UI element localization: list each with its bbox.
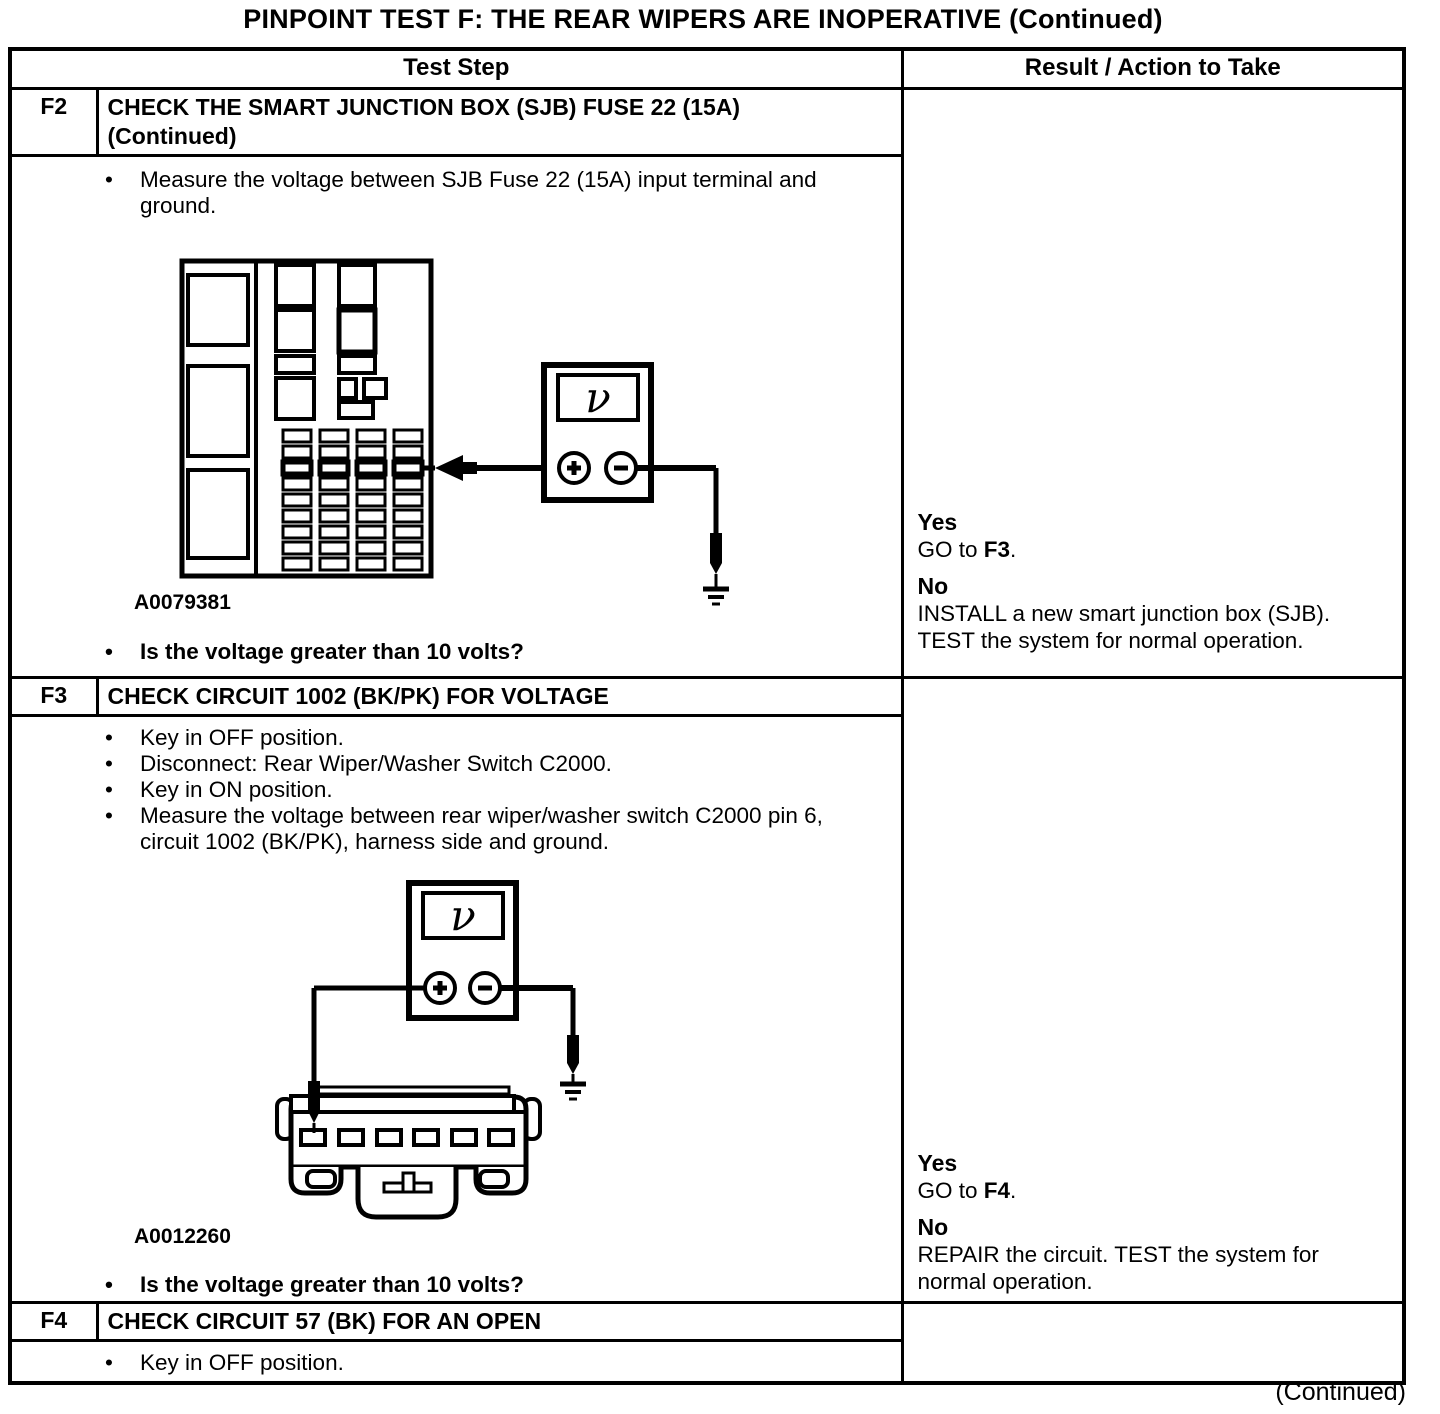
question-item: • Is the voltage greater than 10 volts? [105, 639, 867, 665]
connector-pin-5 [450, 1128, 478, 1147]
table-row: • Key in OFF position. • Disconnect: Rear … [8, 714, 1404, 1304]
table-row: F3 CHECK CIRCUIT 1002 (BK/PK) FOR VOLTAG… [8, 676, 1406, 1304]
bullet-icon: • [105, 751, 113, 776]
step-title-line2: (Continued) [107, 123, 237, 149]
table-row: F4 CHECK CIRCUIT 57 (BK) FOR AN OPEN [8, 1301, 1406, 1385]
bullet-icon: • [105, 777, 113, 802]
connector-pin-4 [412, 1128, 440, 1147]
bullet-text: Key in OFF position. [140, 725, 344, 750]
list-item: • Key in ON position. [105, 777, 867, 803]
bullet-text: Key in ON position. [140, 777, 333, 802]
result-cell-f3: Yes GO to F4. No REPAIR the circuit. TES… [900, 676, 1406, 1304]
bullet-icon: • [105, 725, 113, 750]
step-id-f4: F4 [8, 1301, 99, 1342]
figure-label: A0079381 [134, 591, 231, 614]
fuse-box-voltmeter-diagram: ν A0079381 [134, 258, 729, 614]
connector-pin-3 [375, 1128, 403, 1147]
step-title-line1: CHECK THE SMART JUNCTION BOX (SJB) FUSE … [107, 94, 741, 120]
step-body-f2: • Measure the voltage between SJB Fuse 2… [8, 154, 904, 679]
step-body-f4: • Key in OFF position. [8, 1339, 904, 1385]
bullet-icon: • [105, 1350, 113, 1375]
column-header-result: Result / Action to Take [900, 47, 1406, 90]
ground-symbol-icon [560, 1081, 586, 1101]
result-yes-action: GO to F4. [917, 1178, 1017, 1203]
list-item: • Measure the voltage between SJB Fuse 2… [105, 167, 867, 219]
result-yes-label: Yes [917, 1150, 958, 1176]
bullet-icon: • [105, 1272, 113, 1297]
bullet-icon: • [105, 167, 113, 192]
result-no-label: No [917, 573, 949, 599]
step-body-f3: • Key in OFF position. • Disconnect: Rear … [8, 714, 904, 1304]
result-cell-f2: Yes GO to F3. No INSTALL a new smart jun… [900, 87, 1406, 679]
ground-symbol-icon [703, 586, 729, 606]
bullet-icon: • [105, 803, 113, 828]
result-no-action: INSTALL a new smart junction box (SJB). … [917, 601, 1331, 653]
list-item: • Key in OFF position. [105, 725, 867, 751]
list-item: • Key in OFF position. [105, 1350, 867, 1376]
step-id-f2: F2 [8, 87, 99, 157]
table-row: • Measure the voltage between SJB Fuse 2… [8, 154, 1404, 679]
connector-c2000 [275, 1085, 542, 1220]
list-item: • Disconnect: Rear Wiper/Washer Switch C2… [105, 751, 867, 777]
ground-probe [567, 1035, 579, 1063]
pin-probe [308, 1081, 320, 1111]
question-item: • Is the voltage greater than 10 volts? [105, 1272, 867, 1298]
bullet-text: Key in OFF position. [140, 1350, 344, 1375]
result-no-action: REPAIR the circuit. TEST the system for … [917, 1242, 1319, 1294]
connector-voltmeter-diagram: ν [134, 880, 586, 1248]
result-no-label: No [917, 1214, 949, 1240]
continued-footnote: (Continued) [1275, 1378, 1406, 1406]
connector-pin-2 [337, 1128, 365, 1147]
step-title-f2: CHECK THE SMART JUNCTION BOX (SJB) FUSE … [95, 87, 904, 157]
result-yes-label: Yes [917, 509, 958, 535]
voltmeter-symbol: ν [585, 373, 611, 422]
step-title-f3: CHECK CIRCUIT 1002 (BK/PK) FOR VOLTAGE [95, 676, 904, 717]
ground-probe [710, 533, 722, 563]
connector-seal-strip [289, 1094, 516, 1114]
table-row: F2 CHECK THE SMART JUNCTION BOX (SJB) FU… [8, 87, 1406, 679]
connector-pin-6 [487, 1128, 515, 1147]
page-title: PINPOINT TEST F: THE REAR WIPERS ARE INO… [243, 4, 1163, 34]
voltmeter-symbol: ν [450, 891, 476, 940]
bullet-text: Measure the voltage between SJB Fuse 22 … [140, 167, 817, 218]
bullet-text: Measure the voltage between rear wiper/w… [140, 803, 823, 854]
result-yes-action: GO to F3. [917, 537, 1017, 562]
voltmeter-display [556, 373, 640, 422]
column-header-test-step: Test Step [8, 47, 904, 90]
list-item: • Measure the voltage between rear wiper/… [105, 803, 867, 855]
connector-top-strip [316, 1085, 511, 1096]
voltmeter-display [421, 891, 505, 940]
pinpoint-test-table: Test Step Result / Action to Take F2 CHE… [8, 47, 1406, 1385]
figure-label: A0012260 [134, 1225, 231, 1248]
probe-arrow-icon [435, 455, 463, 481]
step-id-f3: F3 [8, 676, 99, 717]
tested-fuse-row [280, 459, 314, 477]
table-header-row: Test Step Result / Action to Take [8, 47, 1406, 90]
bullet-text: Disconnect: Rear Wiper/Washer Switch C20… [140, 751, 612, 776]
question-text: Is the voltage greater than 10 volts? [140, 1272, 524, 1297]
fuse-grid [280, 428, 425, 572]
result-cell-f4 [900, 1301, 1406, 1385]
bullet-icon: • [105, 639, 113, 664]
step-title-f4: CHECK CIRCUIT 57 (BK) FOR AN OPEN [95, 1301, 904, 1342]
question-text: Is the voltage greater than 10 volts? [140, 639, 524, 664]
table-row: • Key in OFF position. [8, 1339, 1404, 1385]
